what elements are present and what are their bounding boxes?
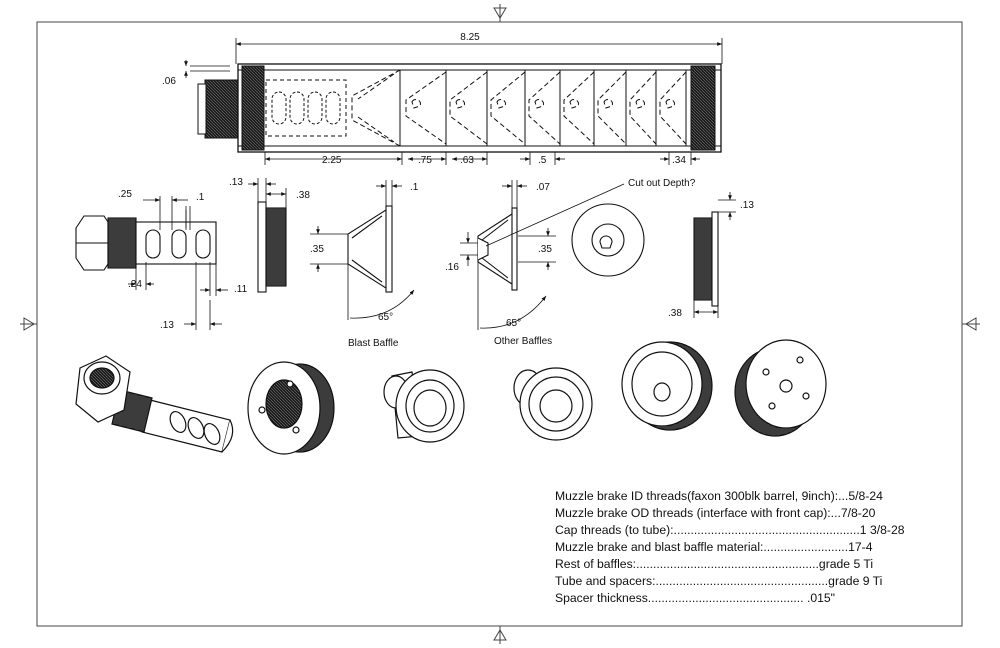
dim-overall-length: 8.25 — [460, 32, 480, 43]
dim-other-flange: .07 — [536, 182, 550, 193]
cap-iso — [247, 361, 335, 455]
dim-mb-right-gap: .11 — [234, 284, 248, 295]
centering-marks — [20, 4, 980, 644]
dim-mb-left-gap: .24 — [128, 279, 142, 290]
cap-dimensions — [248, 178, 287, 208]
dim-pitch-a: .75 — [418, 155, 432, 166]
dim-cap-flange: .13 — [229, 177, 243, 188]
cap-side-view — [257, 201, 287, 293]
muzzle-brake-iso — [75, 355, 234, 453]
label-blast-baffle: Blast Baffle — [348, 338, 399, 349]
dim-end-cap: .34 — [672, 155, 686, 166]
dim-mb-bottom-gap: .13 — [160, 320, 174, 331]
baffle-cup-iso — [621, 341, 713, 431]
muzzle-brake-dim-text: .25 .1 .24 .11 .13 — [118, 189, 248, 331]
angle-other: 65° — [506, 318, 521, 329]
blast-baffle-dims — [310, 180, 415, 320]
section-dimensions — [184, 38, 723, 165]
end-cap-text: .13 .38 — [668, 200, 754, 319]
note-line: Spacer thickness........................… — [555, 591, 835, 605]
other-baffle-iso — [513, 367, 593, 441]
baffle-front-view — [571, 203, 645, 277]
material-notes: Muzzle brake ID threads(faxon 300blk bar… — [555, 488, 925, 607]
section-dimension-text: 8.25 .06 2.25 .75 .63 .5 .34 — [162, 32, 686, 166]
suppressor-section-view — [197, 63, 722, 153]
note-line: Muzzle brake and blast baffle material:.… — [555, 540, 873, 554]
dim-wall: .06 — [162, 76, 176, 87]
other-baffle-dims — [460, 180, 625, 330]
note-line: Muzzle brake ID threads(faxon 300blk bar… — [555, 489, 883, 503]
blast-baffle-side-view — [347, 205, 393, 293]
dim-other-cut: .16 — [445, 262, 459, 273]
blast-baffle-text: .1 .35 65° Blast Baffle — [310, 182, 419, 349]
note-line: Muzzle brake OD threads (interface with … — [555, 506, 876, 520]
end-cap-side-view — [693, 211, 719, 307]
dim-pitch-b: .63 — [460, 155, 474, 166]
dim-mb-port-gap: .1 — [196, 192, 205, 203]
dim-end-flange: .13 — [740, 200, 754, 211]
dim-blast-chamber: 2.25 — [322, 155, 342, 166]
cap-dim-text: .13 .38 — [229, 177, 310, 201]
dim-pitch-c: .5 — [538, 155, 547, 166]
end-cap-dims — [693, 192, 736, 318]
muzzle-brake-dimensions — [128, 196, 228, 330]
other-baffle-side-view — [477, 207, 518, 291]
note-line: Tube and spacers:.......................… — [555, 574, 883, 588]
note-line: Rest of baffles:........................… — [555, 557, 874, 571]
dim-end-width: .38 — [668, 308, 682, 319]
label-other-baffles: Other Baffles — [494, 336, 552, 347]
dim-other-bore: .35 — [538, 244, 552, 255]
label-cut-out: Cut out Depth? — [628, 178, 696, 189]
dim-cap-width: .38 — [296, 190, 310, 201]
other-baffle-text: .07 .35 .16 65° Other Baffles Cut out De… — [445, 178, 696, 347]
dim-mb-port-spacing: .25 — [118, 189, 132, 200]
dim-blast-bore: .35 — [310, 244, 324, 255]
note-line: Cap threads (to tube):..................… — [555, 523, 905, 537]
muzzle-brake-side-view — [75, 215, 217, 271]
end-cap-iso — [734, 339, 827, 437]
dim-blast-flange: .1 — [410, 182, 419, 193]
angle-blast: 65° — [378, 312, 393, 323]
blast-baffle-iso — [383, 369, 465, 443]
